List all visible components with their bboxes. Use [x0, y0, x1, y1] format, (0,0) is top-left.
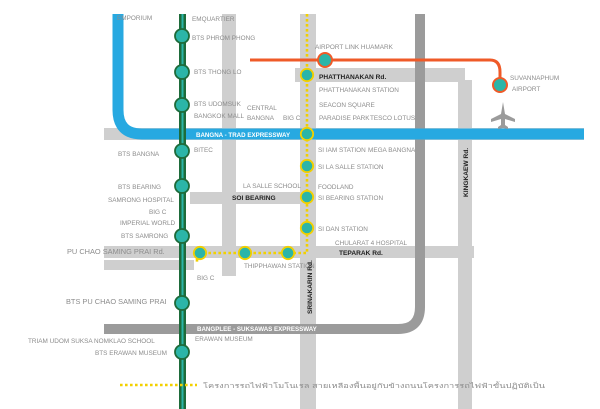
station-phatthanakan[interactable]: [299, 67, 315, 83]
label-bts-pu-chao: BTS PU CHAO SAMING PRAI: [66, 297, 167, 306]
label-udomsuk: BTS UDOMSUK: [194, 101, 242, 108]
label-bts-bangna: BTS BANGNA: [118, 151, 160, 158]
label-thipphawan: THIPPHAWAN STATION: [244, 263, 315, 270]
label-bts-samrong: BTS SAMRONG: [121, 233, 168, 240]
station-si-iam[interactable]: [299, 126, 315, 142]
label-big-c-low: BIG C: [197, 275, 215, 282]
green-line-stations: [174, 28, 190, 360]
label-srinakarin-rd: SRINAKARIN Rd.: [307, 260, 314, 314]
label-triam-udom: TRIAM UDOM SUKSA NOMKLAO SCHOOL: [28, 338, 155, 345]
airplane-icon: [491, 102, 515, 129]
label-bangplee: BANGPLEE - SUKSAWAS EXPRESSWAY: [197, 326, 318, 333]
label-chularat-hospital: CHULARAT 4 HOSPITAL: [335, 240, 408, 247]
station-samrong[interactable]: [174, 228, 190, 244]
label-phatthanakan-rd: PHATTHANAKAN Rd.: [319, 74, 386, 81]
label-central: CENTRAL: [247, 105, 277, 112]
label-big-c-top: BIG C: [283, 115, 301, 122]
label-si-la-salle: SI LA SALLE STATION: [318, 164, 384, 171]
station-thipphawan[interactable]: [280, 245, 296, 261]
road-kingkaew-vertical: [458, 80, 472, 409]
label-mega-bangna: MEGA BANGNA: [368, 147, 416, 154]
label-si-dan: SI DAN STATION: [318, 226, 368, 233]
station-si-bearing[interactable]: [299, 189, 315, 205]
label-imperial-world: IMPERIAL WORLD: [120, 220, 176, 227]
bts-line-blue: [112, 14, 584, 140]
label-teparak-rd: TEPARAK Rd.: [339, 250, 383, 257]
label-foodland: FOODLAND: [318, 184, 354, 191]
label-si-iam: SI IAM STATION: [318, 147, 366, 154]
station-yellow-west[interactable]: [192, 245, 208, 261]
label-bts-bearing: BTS BEARING: [118, 184, 161, 191]
station-suvannaphum[interactable]: [492, 77, 508, 93]
station-si-la-salle[interactable]: [299, 158, 315, 174]
label-airport: AIRPORT: [512, 86, 540, 93]
label-la-salle-school: LA SALLE SCHOOL: [243, 183, 301, 190]
yellow-line-stations: [192, 67, 315, 261]
label-pu-chao-rd: PU CHAO SAMING PRAI Rd.: [67, 247, 165, 256]
station-emquartier[interactable]: [174, 28, 190, 44]
station-bangna[interactable]: [174, 143, 190, 159]
label-thong-lo: BTS THONG LO: [194, 69, 241, 76]
label-bangna-trad: BANGNA - TRAD EXPRESSWAY: [196, 132, 291, 139]
label-paradise-park: PARADISE PARK: [319, 115, 370, 122]
label-samrong-hospital: SAMRONG HOSPITAL: [108, 197, 174, 204]
station-erawan[interactable]: [174, 344, 190, 360]
label-si-bearing: SI BEARING STATION: [318, 195, 383, 202]
label-emporium: EMPORIUM: [117, 15, 152, 22]
label-phrom-phong: BTS PHROM PHONG: [192, 35, 255, 42]
label-bangkok-mall: BANGKOK MALL: [194, 113, 245, 120]
airport-link-line: [250, 58, 502, 82]
label-airport-link: AIRPORT LINK HUAMARK: [315, 44, 394, 51]
station-yellow-mid[interactable]: [237, 245, 253, 261]
label-suvannaphum: SUVANNAPHUM: [510, 75, 559, 82]
label-bts-erawan: BTS ERAWAN MUSEUM: [95, 350, 167, 357]
road-vertical-center: [222, 14, 236, 276]
label-emquartier: EMQUARTIER: [192, 16, 235, 23]
label-bitec: BITEC: [194, 147, 213, 154]
label-phatthanakan-station: PHATTHANAKAN STATION: [319, 87, 399, 94]
station-si-dan[interactable]: [299, 220, 315, 236]
road-bangplee-suksawas: [104, 14, 425, 334]
label-erawan-museum: ERAWAN MUSEUM: [195, 336, 253, 343]
bts-line-green-center: [181, 14, 184, 409]
label-central-bangna: BANGNA: [247, 115, 275, 122]
road-soi-bearing: [190, 192, 308, 204]
label-tesco-lotus: TESCO LOTUS: [370, 115, 415, 122]
station-bearing[interactable]: [174, 178, 190, 194]
road-lower-horizontal: [104, 260, 194, 270]
station-airport-link-huamark[interactable]: [317, 52, 333, 68]
station-thong-lo[interactable]: [174, 64, 190, 80]
station-pu-chao[interactable]: [174, 295, 190, 311]
label-soi-bearing: SOI BEARING: [232, 195, 276, 202]
label-kingkaew-rd: KINGKAEW Rd.: [463, 148, 470, 197]
station-udomsuk[interactable]: [174, 97, 190, 113]
legend-text: โครงการรถไฟฟ้าโมโนเรล สายเหลืองพื้นอยู่ก…: [203, 381, 546, 390]
label-big-c-mid: BIG C: [149, 209, 167, 216]
label-seacon-square: SEACON SQUARE: [319, 102, 375, 109]
